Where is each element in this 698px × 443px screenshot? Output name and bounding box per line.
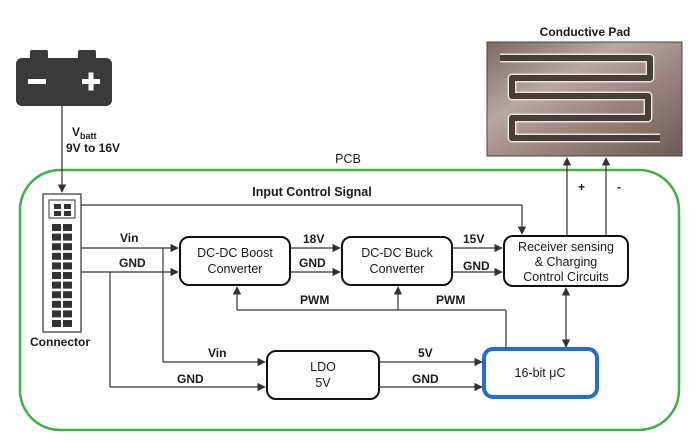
v5-label: 5V bbox=[418, 346, 433, 360]
connector-pin bbox=[52, 262, 61, 270]
boost-converter-block: DC-DC Boost Converter bbox=[179, 236, 291, 286]
input-control-label: Input Control Signal bbox=[252, 185, 371, 199]
connector-pin bbox=[52, 291, 61, 299]
buck-converter-block: DC-DC Buck Converter bbox=[341, 236, 453, 286]
connector-label: Connector bbox=[30, 335, 90, 349]
connector-pin bbox=[63, 291, 72, 299]
svg-text:DC-DC Buck: DC-DC Buck bbox=[361, 246, 433, 260]
receiver-control-block: Receiver sensing & Charging Control Circ… bbox=[503, 235, 629, 287]
connector-pin bbox=[63, 243, 72, 251]
svg-text:Converter: Converter bbox=[208, 262, 263, 276]
gnd-18-label: GND bbox=[299, 256, 326, 270]
connector-pin bbox=[63, 310, 72, 318]
svg-text:Receiver sensing: Receiver sensing bbox=[518, 240, 614, 254]
connector-pin bbox=[52, 320, 61, 327]
svg-text:LDO: LDO bbox=[310, 360, 336, 374]
connector-pin bbox=[63, 281, 72, 289]
connector-pin bbox=[63, 320, 72, 327]
connector-pin bbox=[52, 300, 61, 308]
connector-pin bbox=[63, 252, 72, 260]
pad-plus: + bbox=[578, 180, 585, 194]
svg-text:16-bit μC: 16-bit μC bbox=[515, 366, 566, 380]
svg-text:Control Circuits: Control Circuits bbox=[523, 270, 608, 284]
connector-pin bbox=[63, 224, 72, 231]
connector-pin bbox=[52, 224, 61, 231]
vbatt-range: 9V to 16V bbox=[66, 141, 120, 155]
svg-text:5V: 5V bbox=[315, 376, 331, 390]
connector-pin bbox=[52, 233, 61, 241]
conductive-pad-image bbox=[486, 41, 683, 157]
connector-pin bbox=[63, 233, 72, 241]
connector-pin bbox=[52, 243, 61, 251]
connector-icon bbox=[42, 193, 82, 333]
pad-label: Conductive Pad bbox=[540, 25, 631, 39]
pwm-left-label: PWM bbox=[300, 293, 329, 307]
svg-text:Converter: Converter bbox=[370, 262, 425, 276]
pcb-label: PCB bbox=[335, 152, 361, 166]
svg-text:& Charging: & Charging bbox=[535, 255, 598, 269]
connector-pin bbox=[63, 262, 72, 270]
svg-text:DC-DC Boost: DC-DC Boost bbox=[197, 246, 273, 260]
microcontroller-block: 16-bit μC bbox=[482, 347, 599, 399]
connector-pin bbox=[52, 252, 61, 260]
gnd-ldo-label: GND bbox=[177, 372, 204, 386]
connector-pin bbox=[63, 272, 72, 279]
gnd-boost-label: GND bbox=[119, 256, 146, 270]
connector-pin bbox=[52, 272, 61, 279]
connector-pin bbox=[52, 310, 61, 318]
v15-label: 15V bbox=[463, 232, 484, 246]
vin-ldo-label: Vin bbox=[208, 346, 226, 360]
ldo-block: LDO 5V bbox=[266, 350, 380, 400]
connector-pin bbox=[63, 300, 72, 308]
gnd-15-label: GND bbox=[463, 259, 490, 273]
gnd-5-label: GND bbox=[412, 372, 439, 386]
v18-label: 18V bbox=[303, 232, 324, 246]
pcb-boundary bbox=[18, 168, 681, 432]
pwm-right-label: PWM bbox=[436, 293, 465, 307]
battery-icon bbox=[16, 50, 112, 106]
pad-minus: - bbox=[617, 180, 621, 194]
vbatt-label: Vbatt bbox=[72, 125, 97, 141]
vin-boost-label: Vin bbox=[120, 231, 138, 245]
connector-pin bbox=[52, 281, 61, 289]
